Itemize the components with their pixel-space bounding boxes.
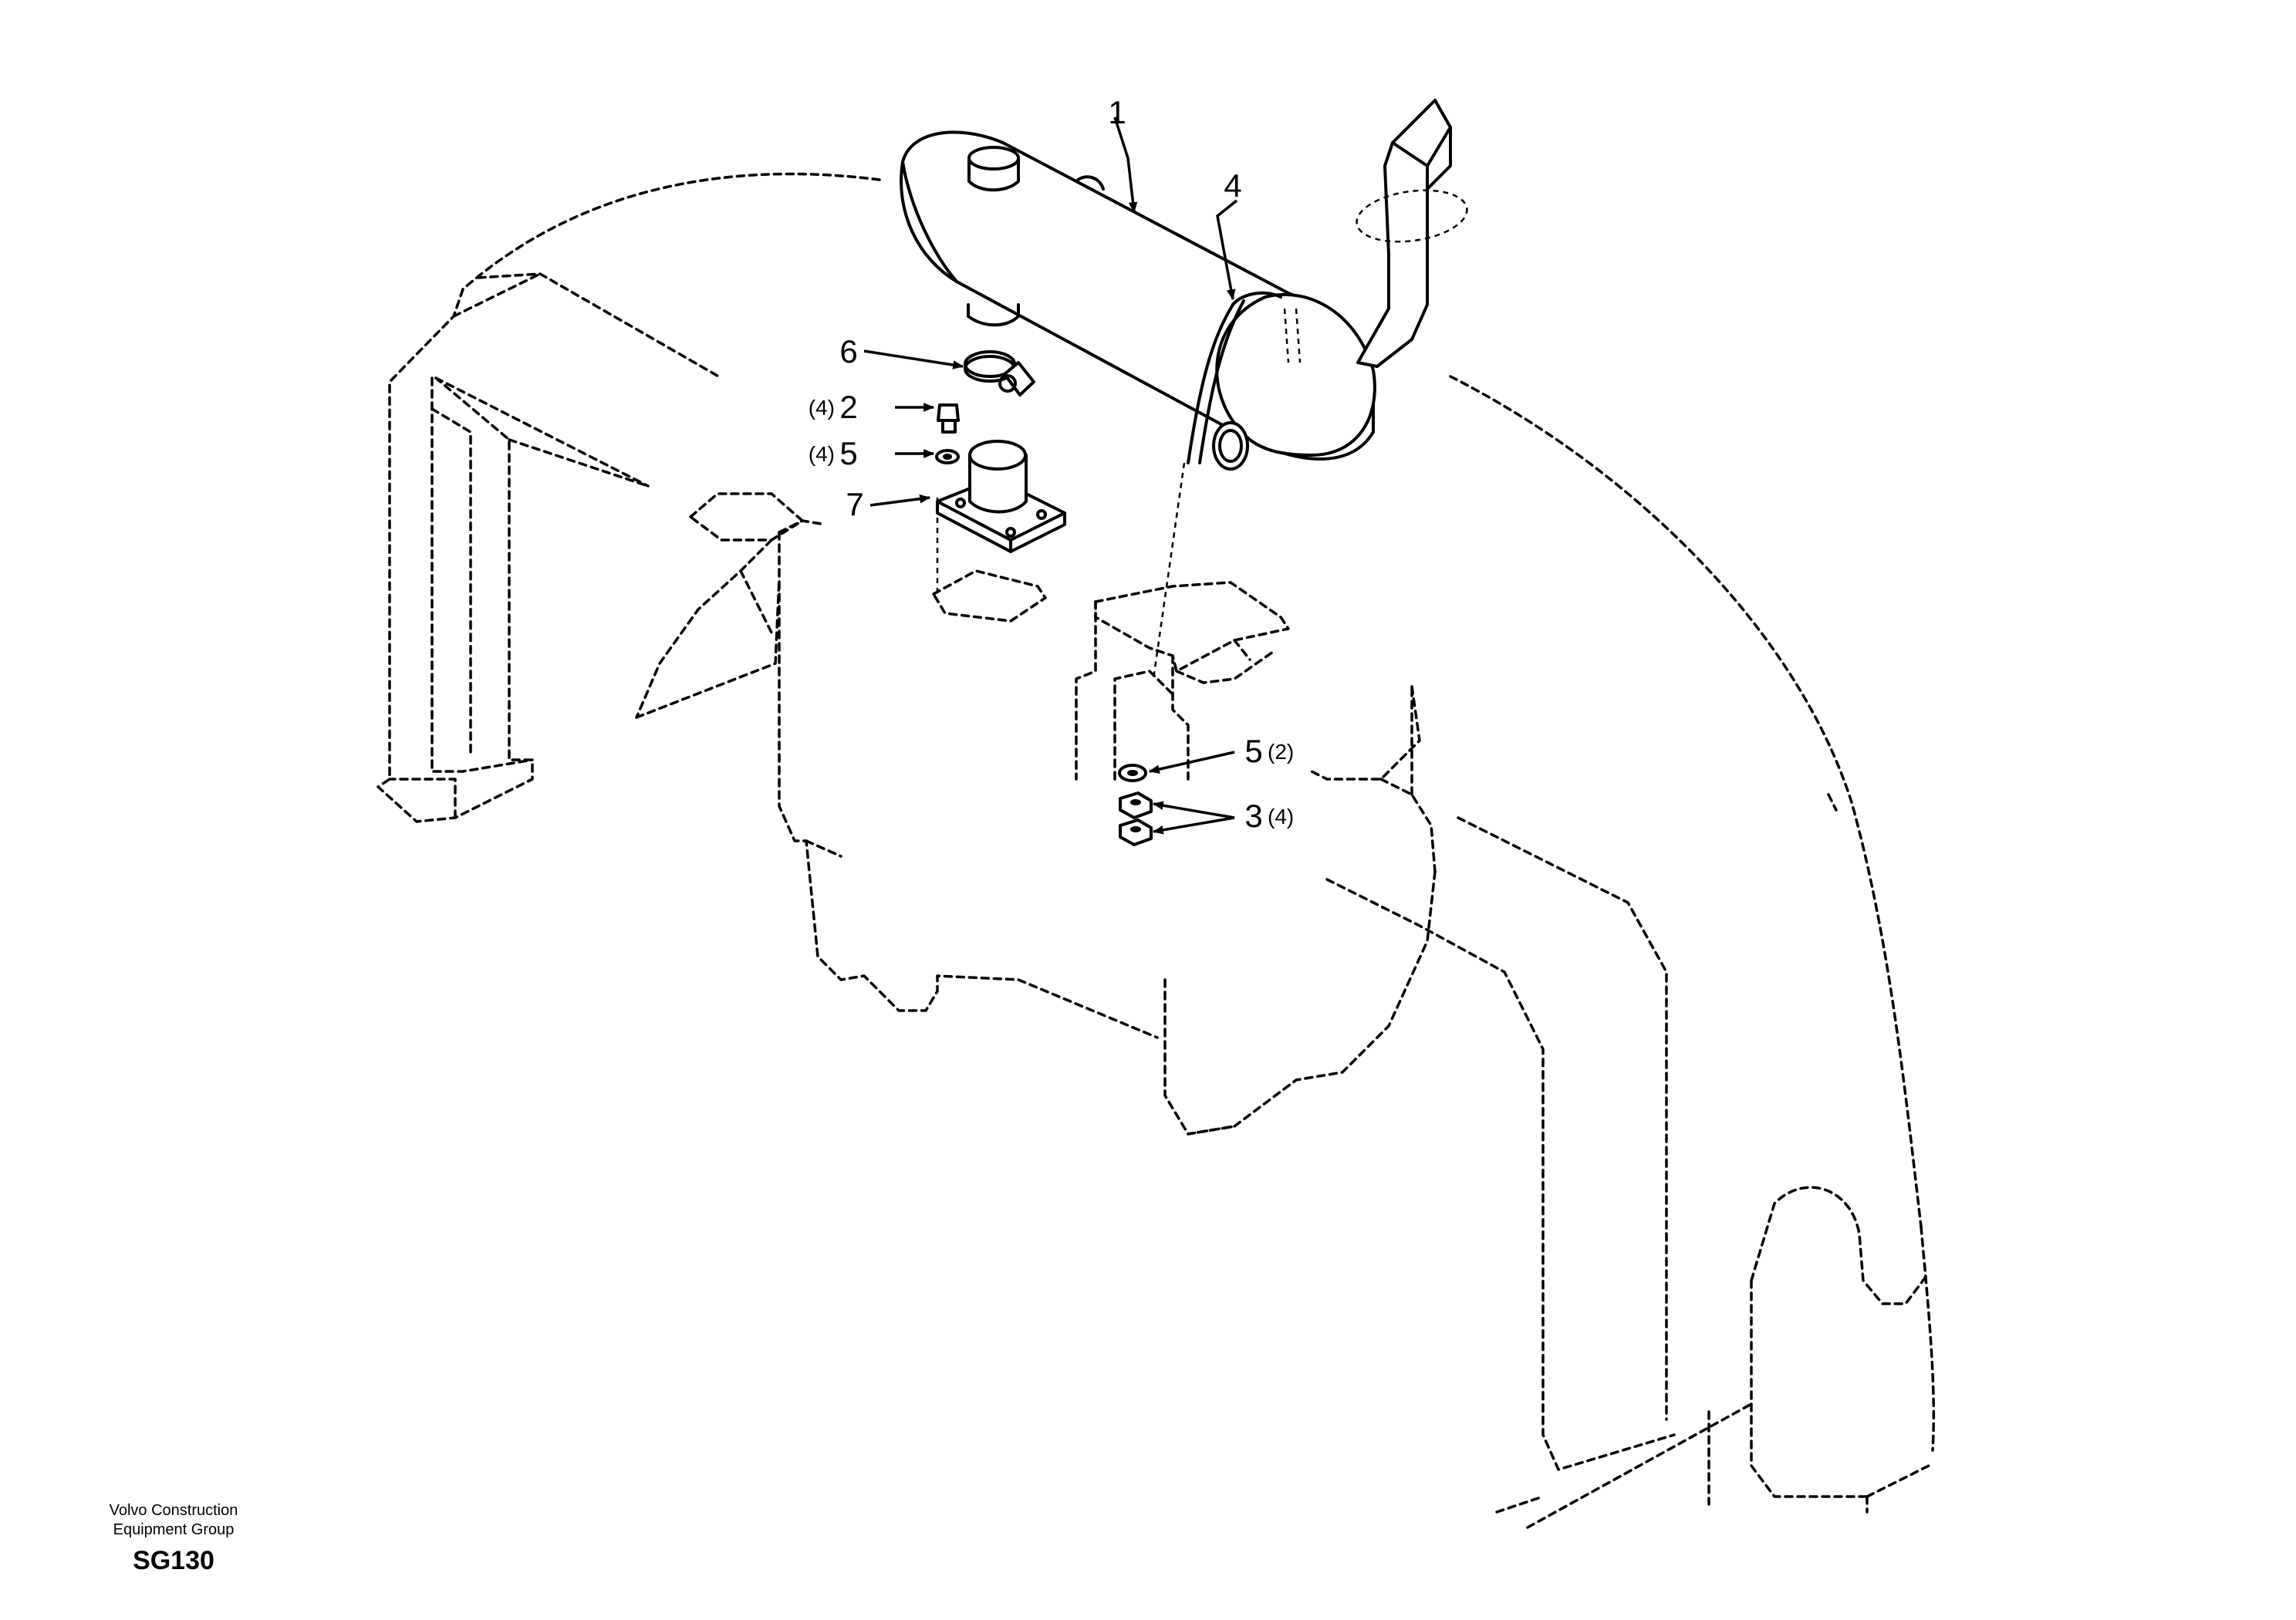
callout-4: 4 <box>1224 167 1241 204</box>
callout-5a-qty: (4) <box>809 442 835 466</box>
callout-5b-qty: (2) <box>1268 740 1294 764</box>
callout-3-number: 3 <box>1244 798 1262 834</box>
callout-5b-number: 5 <box>1244 733 1262 769</box>
callout-7-number: 7 <box>846 486 863 522</box>
callout-6: 6 <box>839 333 857 370</box>
callout-4-number: 4 <box>1224 167 1241 204</box>
clamp-part-6 <box>964 350 1035 397</box>
callout-7: 7 <box>846 486 863 522</box>
callout-2: (4) 2 <box>809 389 858 425</box>
machine-outline-dashed <box>376 172 1936 1529</box>
leader-lines <box>863 116 1238 835</box>
callout-5a: (4) 5 <box>809 435 858 471</box>
callout-2-number: 2 <box>839 389 857 425</box>
washer-part-5b <box>1118 764 1147 782</box>
footer-org-line1: Volvo Construction <box>109 1502 238 1519</box>
flange-part-7 <box>936 440 1066 553</box>
footer-caption: Volvo Construction Equipment Group SG130 <box>73 1501 274 1576</box>
callout-5b: 5 (2) <box>1244 733 1294 769</box>
callout-6-number: 6 <box>839 333 857 370</box>
callout-3-qty: (4) <box>1268 805 1294 829</box>
nuts-part-3 <box>1119 791 1153 846</box>
callout-5a-number: 5 <box>839 435 857 471</box>
muffler-assembly <box>900 99 1468 471</box>
footer-org-line2: Equipment Group <box>113 1521 235 1538</box>
callout-2-qty: (4) <box>809 396 835 420</box>
callout-1-number: 1 <box>1108 94 1126 130</box>
washer-part-5a <box>935 449 960 464</box>
callout-1: 1 <box>1108 94 1126 130</box>
callout-3: 3 (4) <box>1244 798 1294 834</box>
bolt-part-2 <box>937 403 960 434</box>
footer-section-code: SG130 <box>133 1546 214 1575</box>
